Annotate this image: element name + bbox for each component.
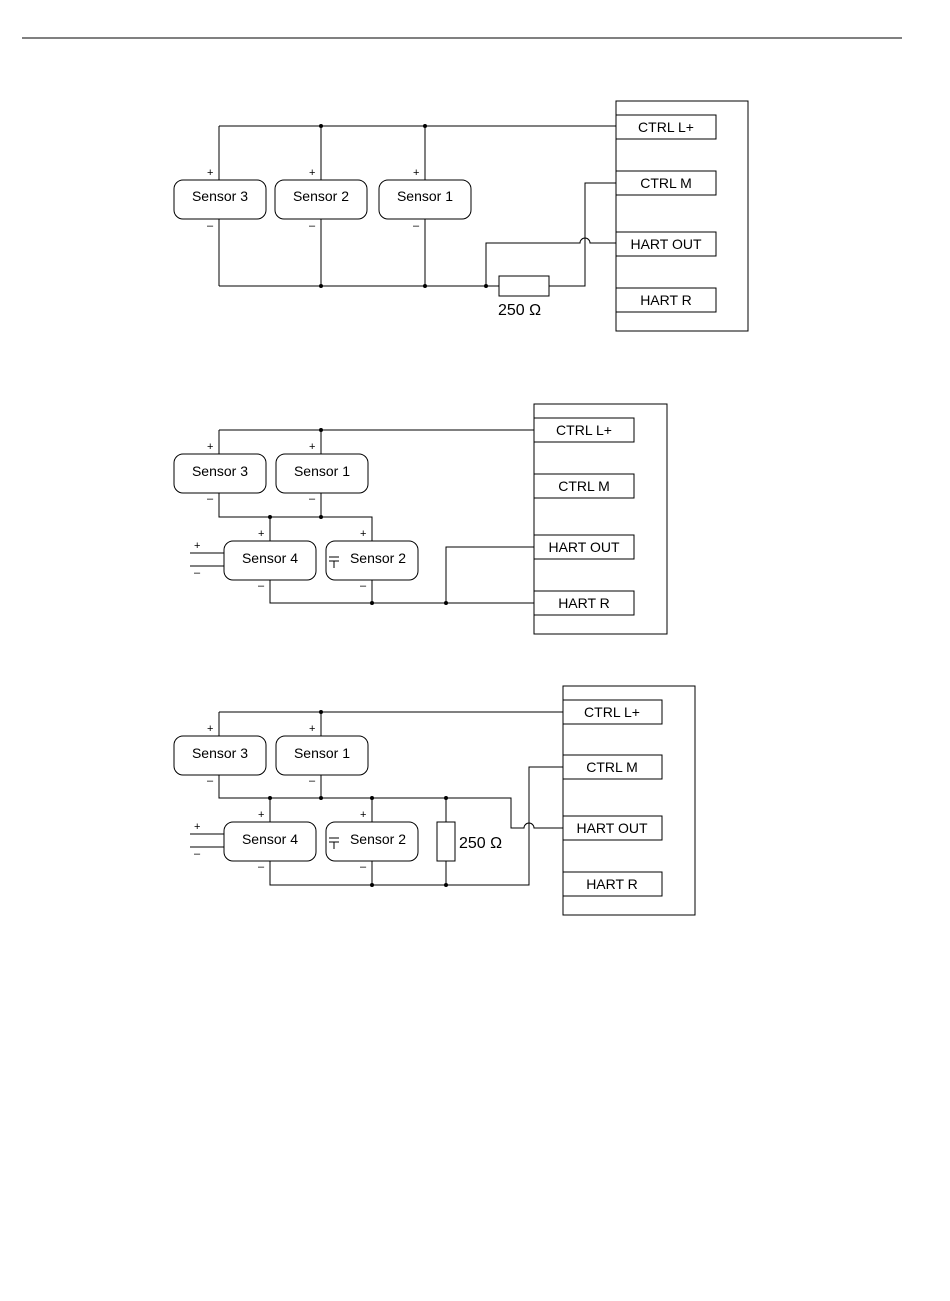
terminal-hart-out-label: HART OUT	[630, 236, 701, 252]
plus-mark: +	[413, 167, 419, 179]
resistor-250	[499, 276, 549, 296]
minus-mark: –	[207, 220, 214, 232]
plus-mark: +	[309, 723, 315, 735]
minus-mark: –	[309, 775, 316, 787]
terminal-ctrl-lplus-label: CTRL L+	[638, 119, 694, 135]
plus-mark: +	[360, 809, 366, 821]
resistor-250	[437, 822, 455, 861]
minus-mark: –	[207, 775, 214, 787]
minus-mark: –	[413, 220, 420, 232]
wire-to-hart-out	[446, 547, 534, 603]
minus-mark: –	[360, 861, 367, 873]
sensor-2-label: Sensor 2	[293, 188, 349, 204]
external-supply-leads	[190, 553, 224, 566]
diagram-1: 250 Ω Sensor 3 Sensor 2 Sensor 1 + + + –…	[174, 101, 748, 331]
resistor-label: 250 Ω	[459, 835, 502, 852]
plus-mark: +	[194, 821, 200, 833]
wire-plus-drops	[219, 430, 321, 454]
terminal-ctrl-lplus-label: CTRL L+	[584, 704, 640, 720]
terminal-ctrl-m-label: CTRL M	[640, 175, 692, 191]
plus-mark: +	[207, 723, 213, 735]
diagram-2: Sensor 3 Sensor 1 Sensor 4 Sensor 2 + + …	[174, 404, 667, 634]
terminal-hart-r-label: HART R	[586, 876, 638, 892]
terminal-ctrl-m-label: CTRL M	[586, 759, 638, 775]
minus-mark: –	[194, 567, 201, 579]
sensor-1-label: Sensor 1	[294, 463, 350, 479]
sensor-4-label: Sensor 4	[242, 831, 298, 847]
plus-mark: +	[207, 441, 213, 453]
plus-mark: +	[258, 528, 264, 540]
minus-mark: –	[309, 220, 316, 232]
minus-mark: –	[258, 861, 265, 873]
plus-mark: +	[207, 167, 213, 179]
terminal-ctrl-lplus-label: CTRL L+	[556, 422, 612, 438]
sensor-4-label: Sensor 4	[242, 550, 298, 566]
sensor-2-label: Sensor 2	[350, 831, 406, 847]
terminal-ctrl-m-label: CTRL M	[558, 478, 610, 494]
wire-minus-drops	[219, 219, 425, 286]
sensor-3-label: Sensor 3	[192, 188, 248, 204]
diagram-3: 250 Ω Sensor 3 Sensor 1 Sensor 4 Sensor …	[174, 686, 695, 915]
wire-plus-drops	[219, 126, 425, 180]
minus-mark: –	[360, 580, 367, 592]
minus-mark: –	[258, 580, 265, 592]
wire-to-ctrl-m	[549, 183, 616, 286]
terminal-hart-out-label: HART OUT	[576, 820, 647, 836]
minus-mark: –	[194, 848, 201, 860]
plus-mark: +	[360, 528, 366, 540]
plus-mark: +	[194, 540, 200, 552]
wire-to-hart-out	[219, 775, 563, 828]
sensor-1-label: Sensor 1	[294, 745, 350, 761]
sensor-1-label: Sensor 1	[397, 188, 453, 204]
sensor-3-label: Sensor 3	[192, 463, 248, 479]
minus-mark: –	[309, 493, 316, 505]
terminal-hart-r-label: HART R	[640, 292, 692, 308]
resistor-label: 250 Ω	[498, 302, 541, 319]
plus-mark: +	[309, 167, 315, 179]
sensor-3-label: Sensor 3	[192, 745, 248, 761]
plus-mark: +	[309, 441, 315, 453]
sensor-2-label: Sensor 2	[350, 550, 406, 566]
wire-mid-bus	[219, 493, 372, 541]
terminal-hart-r-label: HART R	[558, 595, 610, 611]
minus-mark: –	[207, 493, 214, 505]
wire-to-hart-r	[270, 580, 534, 603]
plus-mark: +	[258, 809, 264, 821]
wire-plus-drops	[219, 712, 321, 736]
external-supply-leads	[190, 834, 224, 847]
terminal-hart-out-label: HART OUT	[548, 539, 619, 555]
